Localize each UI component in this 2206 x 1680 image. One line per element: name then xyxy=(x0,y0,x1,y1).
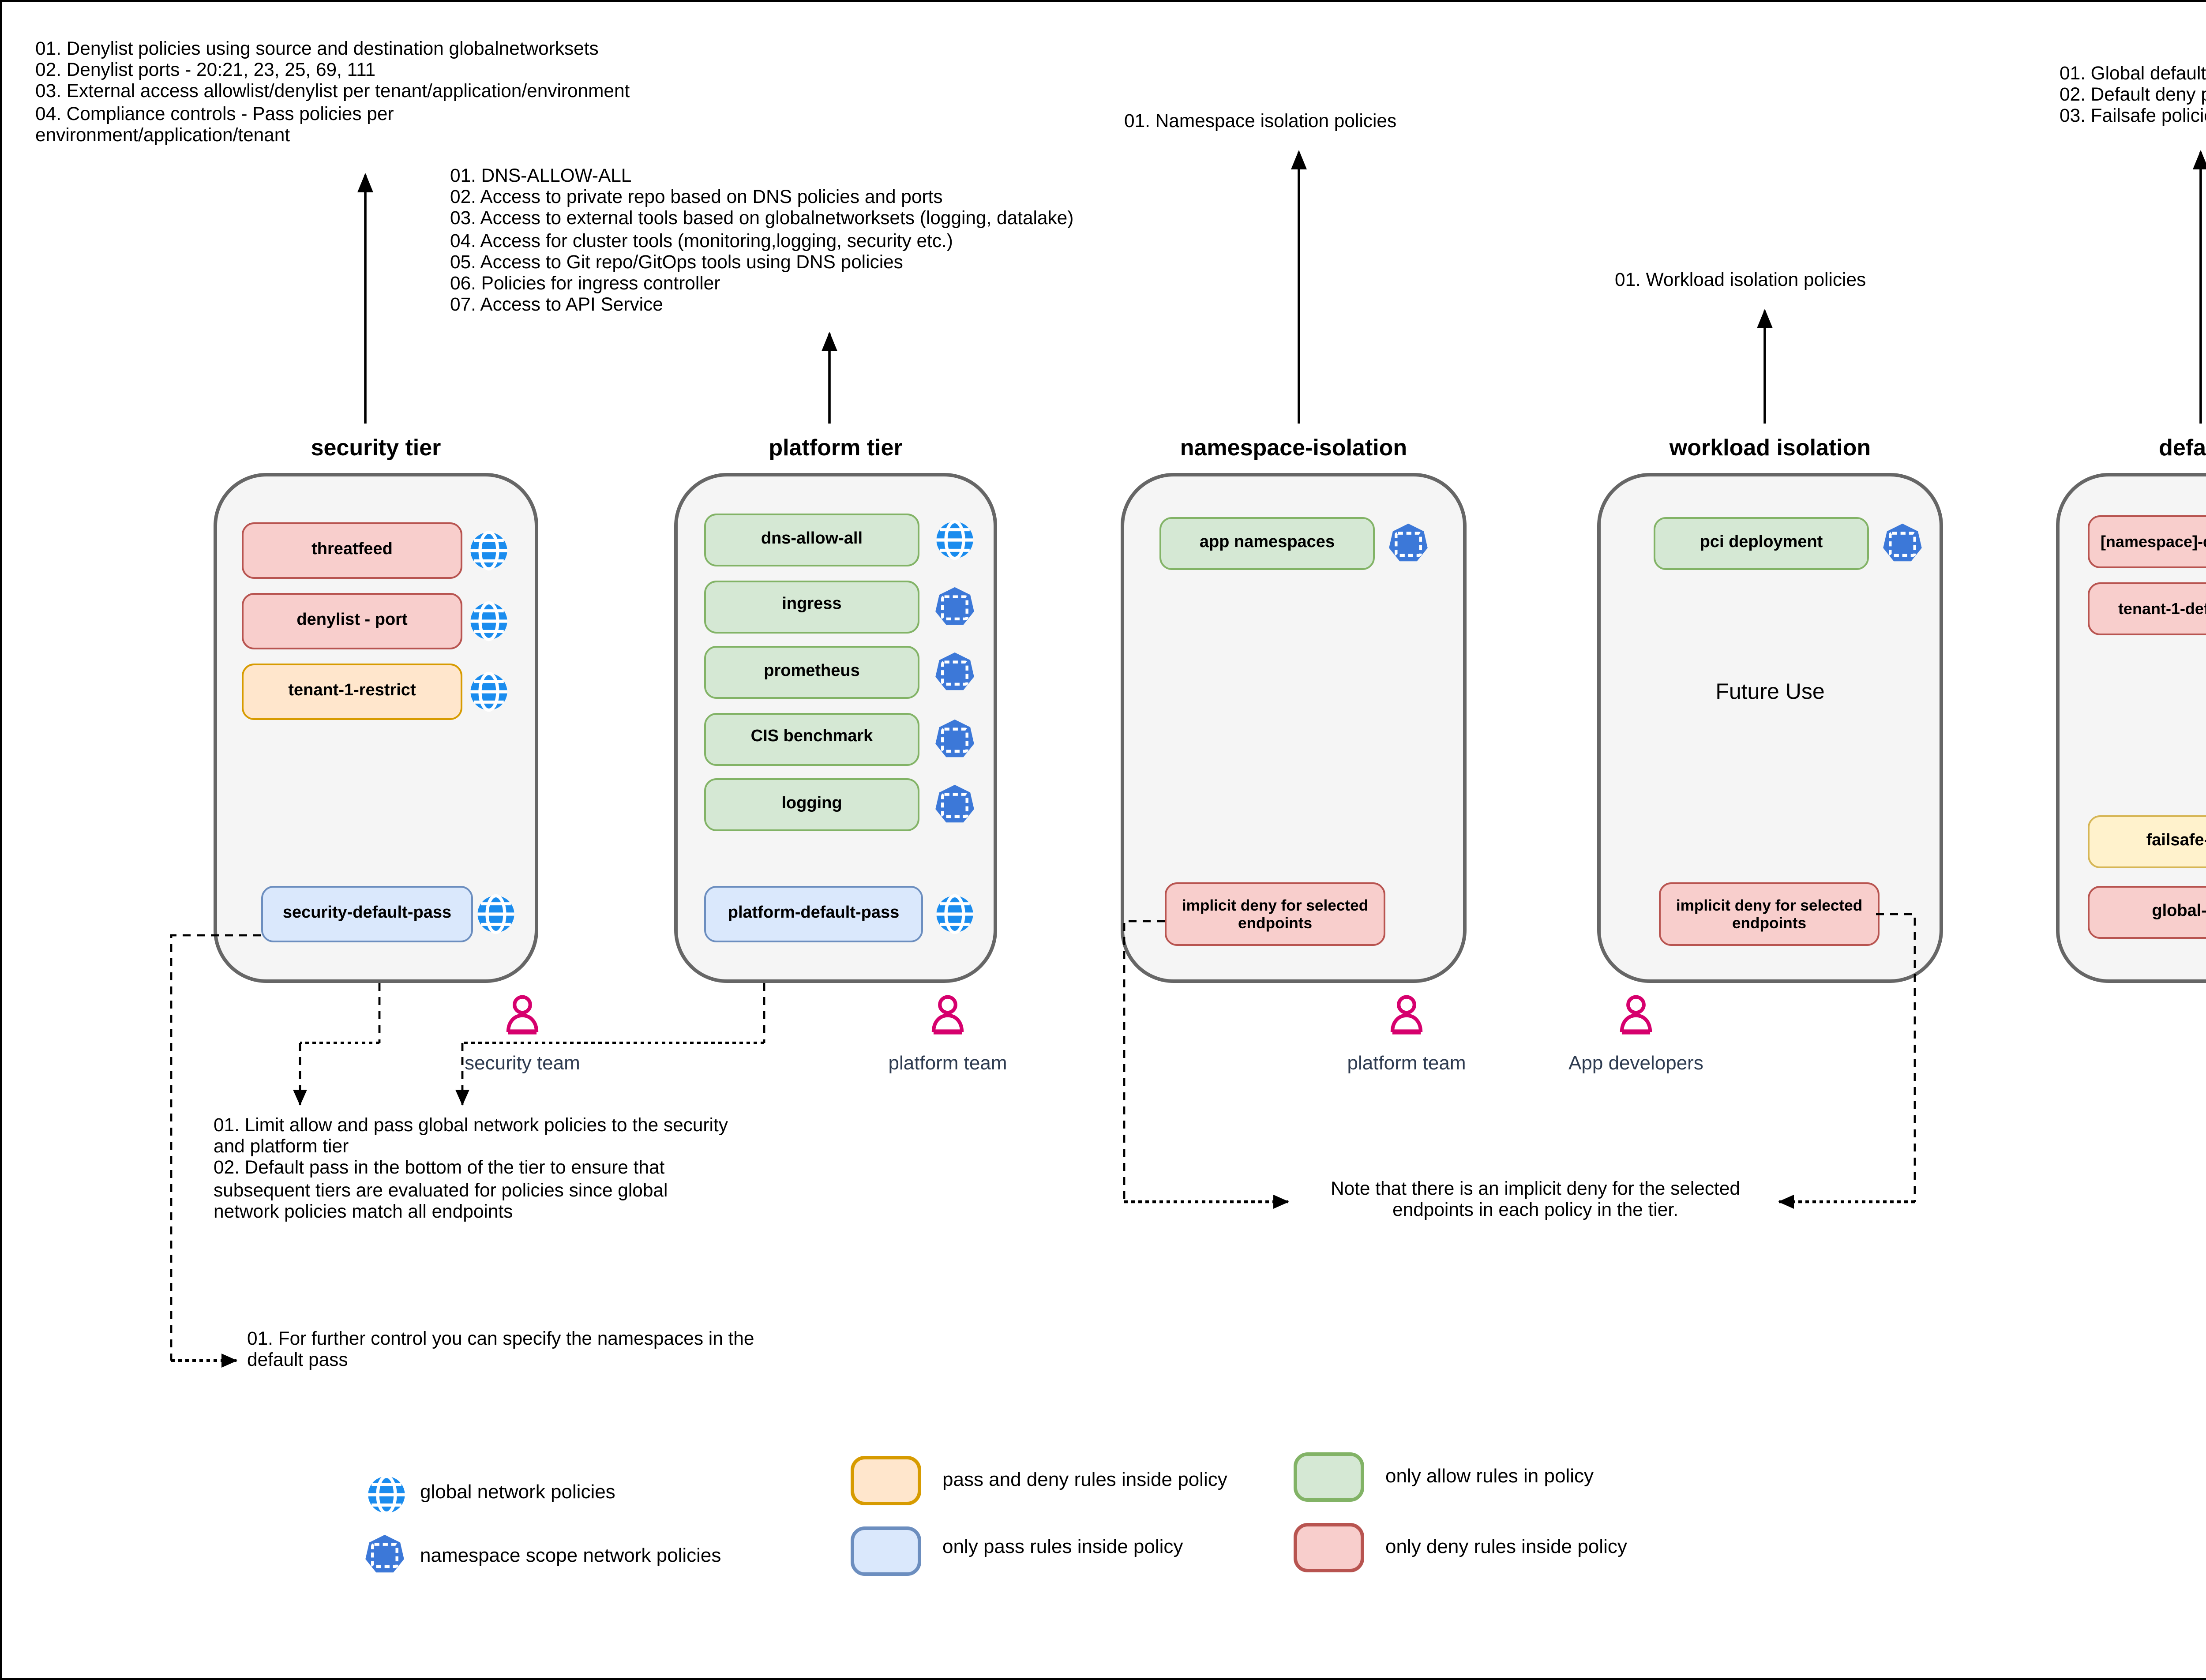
person-icon xyxy=(1613,988,1659,1041)
platform-tier-title: platform tier xyxy=(769,434,903,461)
legend-label-pass: only pass rules inside policy xyxy=(942,1537,1183,1558)
namespace-scope-icon xyxy=(1385,521,1431,566)
implicit-deny-note: Note that there is an implicit deny for … xyxy=(1330,1179,1740,1222)
policy-tenant-1-default-deny: tenant-1-default-deny xyxy=(2088,582,2206,635)
global-network-policy-icon xyxy=(466,669,512,715)
security-tier-title: security tier xyxy=(311,434,441,461)
namespace-tier-note: 01. Namespace isolation policies xyxy=(1124,111,1397,132)
global-network-policy-icon xyxy=(473,891,519,937)
legend-label-deny: only deny rules inside policy xyxy=(1385,1537,1627,1558)
person-icon xyxy=(925,988,971,1041)
policy-implicit-deny-namespace: implicit deny for selected endpoints xyxy=(1165,882,1385,946)
team-label-platform-1: platform team xyxy=(888,1054,1007,1075)
future-use-label: Future Use xyxy=(1715,679,1825,704)
namespace-scope-icon xyxy=(932,649,978,695)
legend-label-global: global network policies xyxy=(420,1482,615,1504)
policy-security-default-pass: security-default-pass xyxy=(261,886,473,942)
platform-tier-note: 01. DNS-ALLOW-ALL 02. Access to private … xyxy=(450,166,1074,316)
default-tier-note: 01. Global default deny 02. Default deny… xyxy=(2060,64,2206,128)
pass-swatch xyxy=(851,1526,921,1576)
legend-label-pass-deny: pass and deny rules inside policy xyxy=(942,1470,1227,1491)
allow-swatch xyxy=(1294,1452,1364,1502)
global-network-policy-icon xyxy=(466,528,512,574)
policy-tenant-1-restrict: tenant-1-restrict xyxy=(242,664,462,720)
policy-app-namespaces: app namespaces xyxy=(1159,517,1375,570)
namespace-scope-icon xyxy=(1880,521,1925,566)
security-tier-note: 01. Denylist policies using source and d… xyxy=(35,39,630,146)
team-label-platform-2: platform team xyxy=(1347,1054,1466,1075)
policy-prometheus: prometheus xyxy=(704,646,919,699)
policy-denylist-port: denylist - port xyxy=(242,593,462,649)
legend-label-namespace: namespace scope network policies xyxy=(420,1546,721,1567)
default-tier-title: default tier xyxy=(2159,434,2206,461)
global-network-policy-icon xyxy=(932,891,978,937)
policy-namespace-default-deny: [namespace]-default-deny xyxy=(2088,515,2206,568)
team-label-app-developers: App developers xyxy=(1568,1054,1703,1075)
policy-implicit-deny-workload: implicit deny for selected endpoints xyxy=(1659,882,1880,946)
namespace-scope-icon xyxy=(932,782,978,828)
policy-dns-allow-all: dns-allow-all xyxy=(704,514,919,566)
global-network-policy-icon xyxy=(466,598,512,644)
policy-cis-benchmark: CIS benchmark xyxy=(704,712,919,765)
policy-ingress: ingress xyxy=(704,580,919,633)
deny-swatch xyxy=(1294,1523,1364,1572)
policy-threatfeed: threatfeed xyxy=(242,522,462,579)
policy-failsafe-allow: failsafe-allow xyxy=(2088,815,2206,868)
person-icon xyxy=(499,988,545,1041)
person-icon xyxy=(1384,988,1429,1041)
namespace-scope-icon xyxy=(932,716,978,761)
namespace-scope-icon xyxy=(362,1532,408,1578)
policy-pci-deployment: pci deployment xyxy=(1654,517,1869,570)
further-control-note: 01. For further control you can specify … xyxy=(247,1329,754,1372)
policy-logging: logging xyxy=(704,778,919,831)
namespace-isolation-tier-title: namespace-isolation xyxy=(1180,434,1407,461)
limit-note: 01. Limit allow and pass global network … xyxy=(214,1115,728,1223)
workload-tier-note: 01. Workload isolation policies xyxy=(1615,270,1866,291)
team-label-security-1: security team xyxy=(465,1054,580,1075)
legend-label-allow: only allow rules in policy xyxy=(1385,1466,1594,1488)
global-network-policies-icon xyxy=(364,1472,409,1518)
global-network-policy-icon xyxy=(932,517,978,563)
namespace-scope-icon xyxy=(932,583,978,629)
policy-global-deny: global-deny xyxy=(2088,886,2206,939)
workload-isolation-tier-title: workload isolation xyxy=(1669,434,1871,461)
pass-deny-swatch xyxy=(851,1456,921,1505)
policy-platform-default-pass: platform-default-pass xyxy=(704,886,923,942)
